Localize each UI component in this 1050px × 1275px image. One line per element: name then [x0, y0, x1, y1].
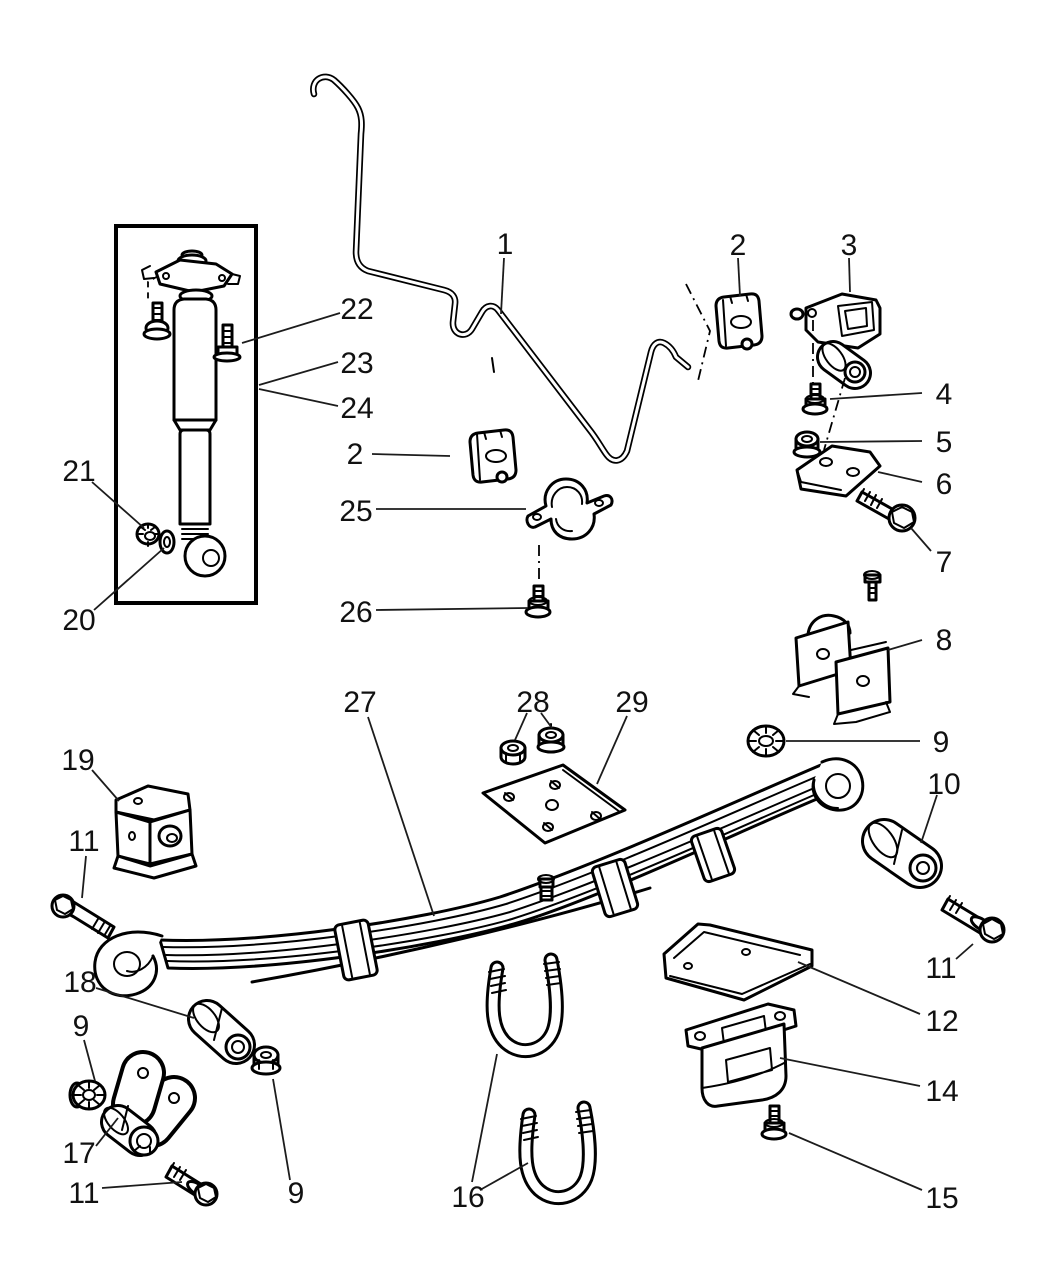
callout-10: 10: [927, 768, 960, 801]
axle-bracket-6: [795, 444, 882, 498]
callout-2-top: 2: [730, 229, 747, 262]
bracket-screw-above-8: [863, 570, 882, 602]
callout-18: 18: [63, 966, 96, 999]
stabilizer-bushing-left: [468, 428, 518, 484]
callout-6: 6: [936, 468, 953, 501]
callout-26: 26: [339, 596, 372, 629]
u-bolt-16a: [485, 952, 564, 1059]
bracket-screw-15: [760, 1104, 788, 1141]
callout-28: 28: [516, 686, 549, 719]
front-hanger-bracket-19: [112, 784, 198, 880]
callout-19: 19: [61, 744, 94, 777]
callout-21: 21: [62, 455, 95, 488]
callout-11-bottom: 11: [68, 1177, 99, 1210]
section-chevron: [685, 283, 711, 382]
callout-7: 7: [936, 546, 953, 579]
bracket-screw-4: [801, 382, 829, 416]
spring-clamp-a: [333, 918, 379, 982]
leaf-spring: [93, 757, 865, 998]
callout-5: 5: [936, 426, 953, 459]
spring-bushing-18: [187, 999, 256, 1065]
callout-8: 8: [936, 624, 953, 657]
callout-9-bottom-left: 9: [73, 1010, 90, 1043]
nut-5: [792, 430, 822, 459]
u-bolt-nut-28a: [499, 739, 527, 766]
shock-absorber: [141, 249, 241, 578]
bolt-11-right: [940, 895, 1006, 944]
stabilizer-bar: [310, 73, 711, 464]
stabilizer-bushing-top: [714, 292, 764, 351]
spring-bushing-10: [861, 818, 943, 889]
retainer-washer-9-bottom-left: [68, 1079, 107, 1111]
callout-27: 27: [343, 686, 376, 719]
callout-17: 17: [62, 1137, 95, 1170]
retainer-washer-9-right: [746, 724, 786, 758]
inset-border: [114, 224, 258, 605]
u-bolt-16b: [518, 1100, 597, 1206]
shackle-nut-9: [250, 1045, 282, 1076]
bolt-11-left: [50, 893, 116, 940]
bolt-7: [855, 488, 917, 533]
callout-22: 22: [340, 293, 373, 326]
spring-center-bolt: [537, 874, 555, 902]
callout-9-right: 9: [933, 726, 950, 759]
bump-stop-bracket-14: [684, 1002, 798, 1108]
mounting-bracket-8: [792, 613, 892, 725]
callout-9-bottom-center: 9: [288, 1177, 305, 1210]
callout-2-left: 2: [347, 438, 364, 471]
front-eye: [93, 930, 164, 998]
shock-washer-21: [135, 522, 161, 547]
stabilizer-link-bracket: [789, 292, 882, 451]
callout-23: 23: [340, 347, 373, 380]
callout-25: 25: [339, 495, 372, 528]
callout-12: 12: [925, 1005, 958, 1038]
callout-4: 4: [936, 378, 953, 411]
shackle-17: [100, 1050, 197, 1157]
shock-mount-bolt-left: [142, 301, 172, 341]
callout-3: 3: [841, 229, 858, 262]
leader-lines: [81, 257, 974, 1191]
clamp-screw-26: [524, 584, 552, 619]
callout-15: 15: [925, 1182, 958, 1215]
rear-eye: [811, 757, 865, 812]
bolt-11-bottom: [164, 1162, 219, 1207]
callout-29: 29: [615, 686, 648, 719]
callout-20: 20: [62, 604, 95, 637]
callouts: 1 2 3 4 5 6 7 8 9 10 11 12 14 15 16 17 1…: [61, 228, 960, 1215]
callout-1: 1: [497, 228, 514, 261]
callout-14: 14: [925, 1075, 958, 1108]
spring-plate-29: [481, 763, 627, 845]
callout-16: 16: [451, 1181, 484, 1214]
stabilizer-clamp: [525, 477, 614, 582]
shock-mount-bolt-right: [212, 323, 242, 363]
u-bolt-nut-28b: [536, 723, 566, 754]
callout-11-right: 11: [925, 952, 956, 985]
spring-seat-channel-12: [662, 922, 814, 1002]
bar-tick-mark: [491, 357, 495, 373]
callout-24: 24: [340, 392, 373, 425]
spring-clamp-c: [689, 826, 737, 884]
shock-absorber-inset: [114, 224, 258, 605]
spring-clamp-b: [590, 857, 640, 919]
callout-11-left: 11: [68, 825, 99, 858]
